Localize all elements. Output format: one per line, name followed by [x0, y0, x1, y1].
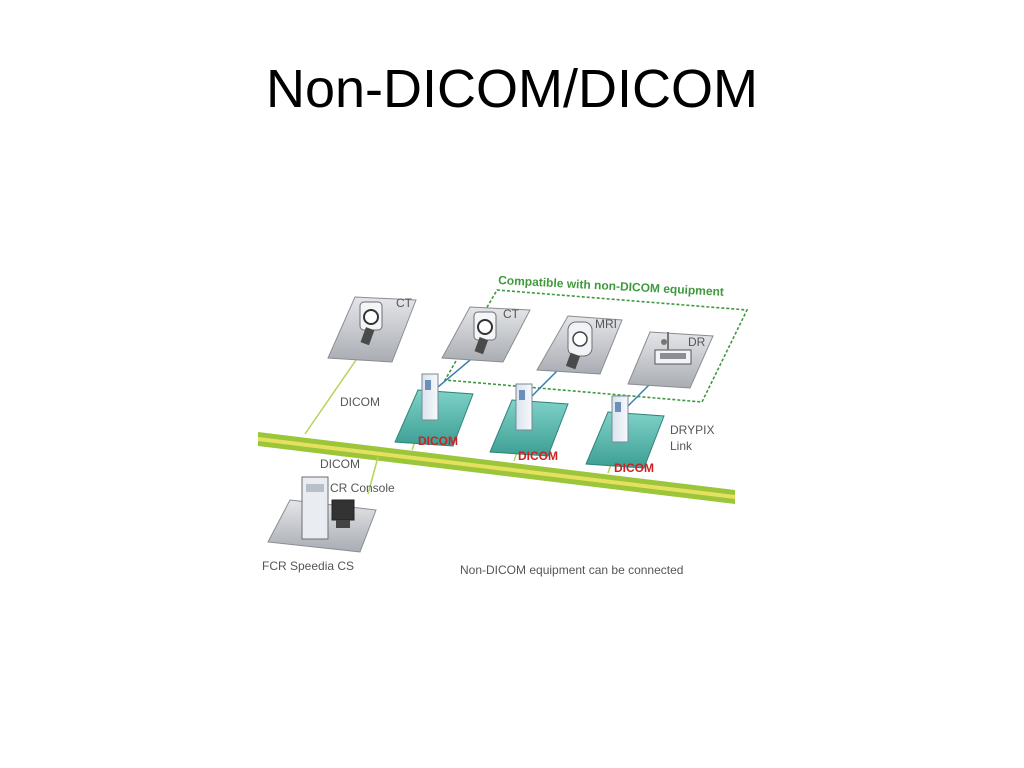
- dicom-console-label: DICOM: [320, 457, 360, 471]
- fcr-label: FCR Speedia CS: [262, 559, 354, 573]
- dicom-ct-label: DICOM: [340, 395, 380, 409]
- mri-label: MRI: [595, 317, 617, 331]
- slide-title: Non-DICOM/DICOM: [265, 59, 758, 119]
- dicom-interface-unit-3: [585, 395, 665, 469]
- dicom-label-1: DICOM: [418, 434, 458, 448]
- dicom-interface-unit-2: [489, 383, 569, 457]
- dicom-network-diagram: Compatible with non-DICOM equipment CT C…: [258, 273, 749, 577]
- ct-compat-device: [441, 306, 531, 363]
- mri-device: [536, 315, 623, 375]
- dicom-label-3: DICOM: [614, 461, 654, 475]
- ct-compat-label: CT: [503, 307, 520, 321]
- dicom-label-2: DICOM: [518, 449, 558, 463]
- footer-note: Non-DICOM equipment can be connected: [460, 563, 683, 577]
- cr-console-device: [267, 476, 377, 553]
- dr-label: DR: [688, 335, 706, 349]
- ct-main-label: CT: [396, 296, 413, 310]
- ct-main-device: [327, 296, 417, 363]
- network-backbone: [258, 432, 735, 504]
- dicom-interface-unit-1: [394, 373, 474, 447]
- compatible-label: Compatible with non-DICOM equipment: [498, 273, 724, 299]
- cr-console-label: CR Console: [330, 481, 395, 495]
- dr-device: [627, 331, 714, 389]
